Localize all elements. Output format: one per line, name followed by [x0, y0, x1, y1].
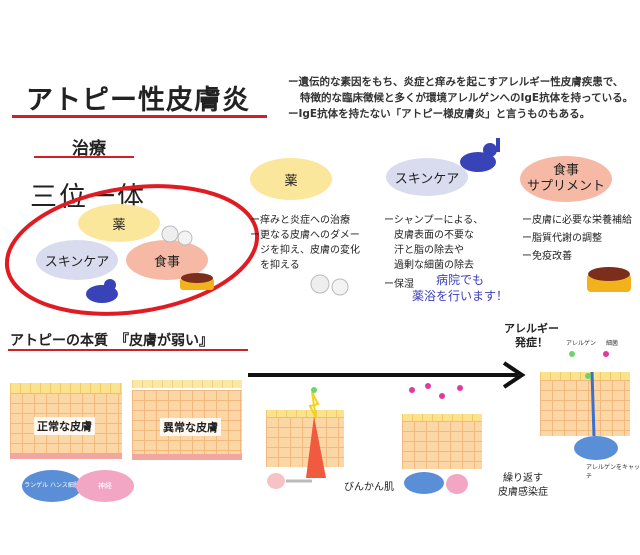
list-item: 皮膚表面の不要な	[394, 230, 474, 241]
allergy-onset-label: アレルギー 発症！	[504, 322, 559, 350]
hospital-bath-note: 病院でも 薬浴を行います！	[400, 272, 520, 304]
list-item: ー皮膚に必要な栄養補給	[522, 215, 632, 226]
dog-bath-icon	[460, 138, 500, 172]
nerve-cell	[446, 474, 468, 494]
food-bowl-icon	[180, 273, 214, 290]
allergy-line1: アレルギー	[504, 322, 559, 335]
brain-arrow-icon	[267, 473, 312, 489]
skin-cells	[540, 380, 630, 436]
skin-surface	[10, 383, 122, 393]
nerve-cell: 神経	[76, 470, 134, 502]
list-item: ー保湿	[384, 279, 414, 290]
food-label-1: 食事	[552, 163, 579, 178]
skin-cells	[266, 417, 344, 467]
list-item: ーシャンプーによる、	[384, 215, 484, 226]
abnormal-skin-label: 異常な皮膚	[160, 418, 221, 436]
pill-icon	[161, 225, 193, 246]
allergen-label: アレルゲン	[566, 340, 597, 347]
food-list: ー皮膚に必要な栄養補給 ー脂質代謝の調整 ー免疫改善	[522, 213, 632, 264]
skin-surface	[132, 380, 242, 388]
allergen-path-icon	[585, 372, 596, 437]
list-item: 汗と脂の除去や	[394, 245, 464, 256]
langerhans-cell	[574, 436, 618, 460]
red-circle-outline	[4, 184, 260, 316]
pill-icon	[310, 274, 349, 296]
list-item: ー痒みと炎症への治療	[250, 215, 350, 226]
allergy-line2: 発症！	[515, 336, 548, 349]
description-line-2: 特徴的な臨床徴候と多くが環境アレルゲンへのIgE抗体を持っている。	[300, 92, 634, 104]
progression-arrow	[248, 361, 526, 389]
skincare-label: スキンケア	[394, 171, 460, 187]
treatment-underline	[34, 156, 134, 158]
normal-skin-label: 正常な皮膚	[34, 417, 95, 435]
description-line-1: ー遺伝的な素因をもち、炎症と痒みを起こすアレルギー性皮膚疾患で、	[288, 76, 624, 88]
skin-cells	[402, 421, 482, 469]
essence-heading: アトピーの本質 『皮膚が弱い』	[10, 333, 213, 349]
title-underline	[12, 115, 267, 118]
skincare-bubble: スキンケア	[386, 158, 468, 196]
food-bubble: 食事 サプリメント	[520, 156, 612, 202]
dog-bath-icon	[86, 279, 118, 303]
skin-base	[132, 454, 242, 460]
sensitive-skin-label: びんかん肌	[344, 482, 394, 493]
venn-skincare: スキンケア	[36, 240, 118, 280]
capture-label: アレルゲンをキャッチ	[586, 464, 640, 480]
venn-medicine: 薬	[78, 204, 160, 242]
repeat-line1: 繰り返す	[503, 473, 543, 484]
list-item: を抑える	[260, 260, 300, 271]
treatment-heading: 治療	[72, 139, 106, 159]
langerhans-label: ランゲル ハンス細胞	[24, 482, 80, 489]
medicine-list: ー痒みと炎症への治療 ー更なる皮膚へのダメー ジを抑え、皮膚の変化 を抑える	[250, 213, 360, 273]
medicine-bubble: 薬	[250, 158, 332, 200]
description-line-3: ーIgE抗体を持たない「アトピー様皮膚炎」と言うものもある。	[288, 108, 591, 120]
hospital-note-line1: 病院でも	[435, 273, 484, 287]
list-item: 過剰な細菌の除去	[394, 260, 474, 271]
skincare-list: ーシャンプーによる、 皮膚表面の不要な 汗と脂の除去や 過剰な細菌の除去 ー保湿	[384, 213, 483, 292]
essence-underline	[8, 349, 248, 351]
nerve-label: 神経	[98, 482, 112, 490]
repeat-infection-label: 繰り返す 皮膚感染症	[498, 472, 548, 500]
food-label-2: サプリメント	[526, 179, 605, 194]
list-item: ー脂質代謝の調整	[522, 233, 602, 244]
skin-surface	[266, 410, 344, 417]
skin-surface	[402, 414, 482, 421]
hospital-note-line2: 薬浴を行います！	[411, 289, 508, 303]
medicine-label: 薬	[284, 173, 298, 189]
venn-food-label: 食事	[153, 254, 180, 270]
langerhans-cell	[404, 472, 444, 494]
skin-base	[10, 453, 122, 459]
page-title: アトピー性皮膚炎	[26, 85, 250, 116]
bacteria-dots	[409, 383, 463, 399]
nerve-spike-icon	[306, 387, 326, 478]
venn-medicine-label: 薬	[112, 217, 126, 233]
allergen-dots	[569, 351, 609, 357]
bacteria-label: 細菌	[606, 340, 619, 347]
list-item: ー更なる皮膚へのダメー	[250, 230, 360, 241]
list-item: ジを抑え、皮膚の変化	[260, 245, 360, 256]
repeat-line2: 皮膚感染症	[498, 487, 548, 498]
venn-skincare-label: スキンケア	[44, 254, 110, 270]
food-bowl-icon	[587, 267, 631, 292]
list-item: ー免疫改善	[522, 251, 572, 262]
langerhans-cell: ランゲル ハンス細胞	[22, 470, 82, 502]
